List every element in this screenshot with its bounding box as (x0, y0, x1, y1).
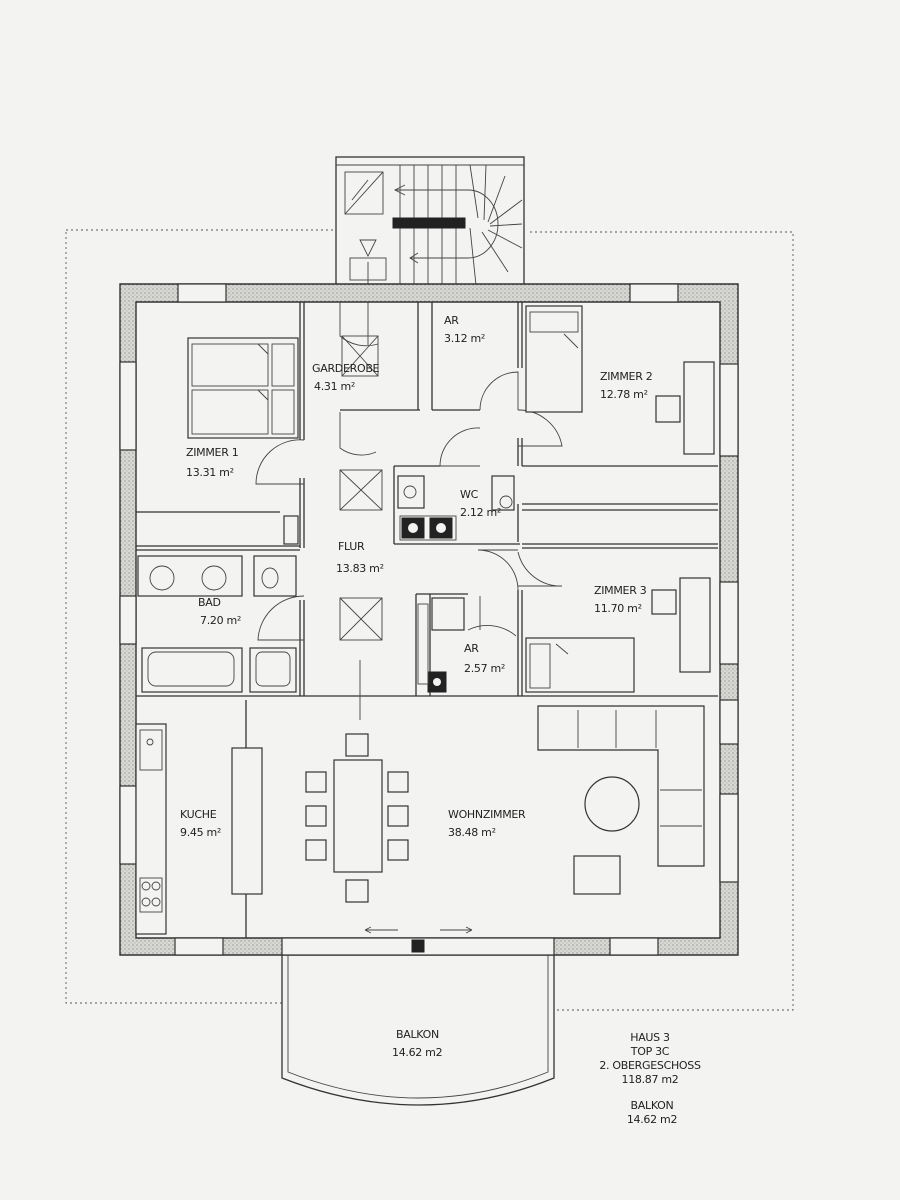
room-area-kuche: 9.45 m² (180, 826, 221, 839)
info-top: TOP 3C (630, 1045, 670, 1058)
room-area-balkon: 14.62 m2 (392, 1046, 442, 1059)
room-area-garderobe: 4.31 m² (314, 380, 355, 393)
room-name-balkon: BALKON (396, 1028, 439, 1041)
room-name-wohnzimmer: WOHNZIMMER (448, 808, 526, 821)
staircase (335, 156, 525, 345)
bathroom-fixtures (137, 555, 297, 693)
room-name-zimmer-3: ZIMMER 3 (594, 584, 647, 597)
exterior-walls (119, 283, 739, 956)
balcony (281, 955, 555, 1106)
room-name-flur: FLUR (338, 540, 365, 553)
interior-walls (136, 302, 718, 938)
room-area-flur: 13.83 m² (336, 562, 384, 575)
info-floor: 2. OBERGESCHOSS (599, 1059, 701, 1072)
room-name-zimmer-1: ZIMMER 1 (186, 446, 238, 459)
room-name-wc: WC (460, 488, 479, 501)
storage-fixtures (417, 597, 465, 693)
room-name-garderobe: GARDEROBE (312, 362, 380, 375)
room-area-ar-top: 3.12 m² (444, 332, 485, 345)
room-area-zimmer-1: 13.31 m² (186, 466, 234, 479)
room-area-bad: 7.20 m² (200, 614, 241, 627)
room-area-zimmer-3: 11.70 m² (594, 602, 642, 615)
outer-boundary (65, 229, 794, 1011)
bed-zimmer-2 (525, 305, 715, 455)
dining-table (305, 733, 409, 903)
doors (255, 302, 563, 641)
room-area-zimmer-2: 12.78 m² (600, 388, 648, 401)
room-labels: GARDEROBE 4.31 m² AR 3.12 m² ZIMMER 2 12… (180, 314, 653, 1059)
room-name-kuche: KUCHE (180, 808, 217, 821)
room-area-ar-bottom: 2.57 m² (464, 662, 505, 675)
sofa (537, 705, 705, 895)
room-area-wc: 2.12 m² (460, 506, 501, 519)
plan-info-block: HAUS 3 TOP 3C 2. OBERGESCHOSS 118.87 m2 … (599, 1031, 701, 1126)
bed-zimmer-3 (525, 577, 711, 693)
room-name-ar-top: AR (444, 314, 459, 327)
info-balkon-label: BALKON (631, 1099, 674, 1112)
kitchen-counter (135, 723, 263, 935)
room-area-wohnzimmer: 38.48 m² (448, 826, 496, 839)
skylights (339, 335, 383, 641)
wc-fixtures (283, 475, 515, 545)
bed-zimmer-1 (187, 337, 299, 439)
room-name-bad: BAD (198, 596, 221, 609)
info-total-area: 118.87 m2 (622, 1073, 679, 1086)
room-name-ar-bottom: AR (464, 642, 479, 655)
room-name-zimmer-2: ZIMMER 2 (600, 370, 652, 383)
info-balkon-area: 14.62 m2 (627, 1113, 677, 1126)
info-house: HAUS 3 (630, 1031, 670, 1044)
